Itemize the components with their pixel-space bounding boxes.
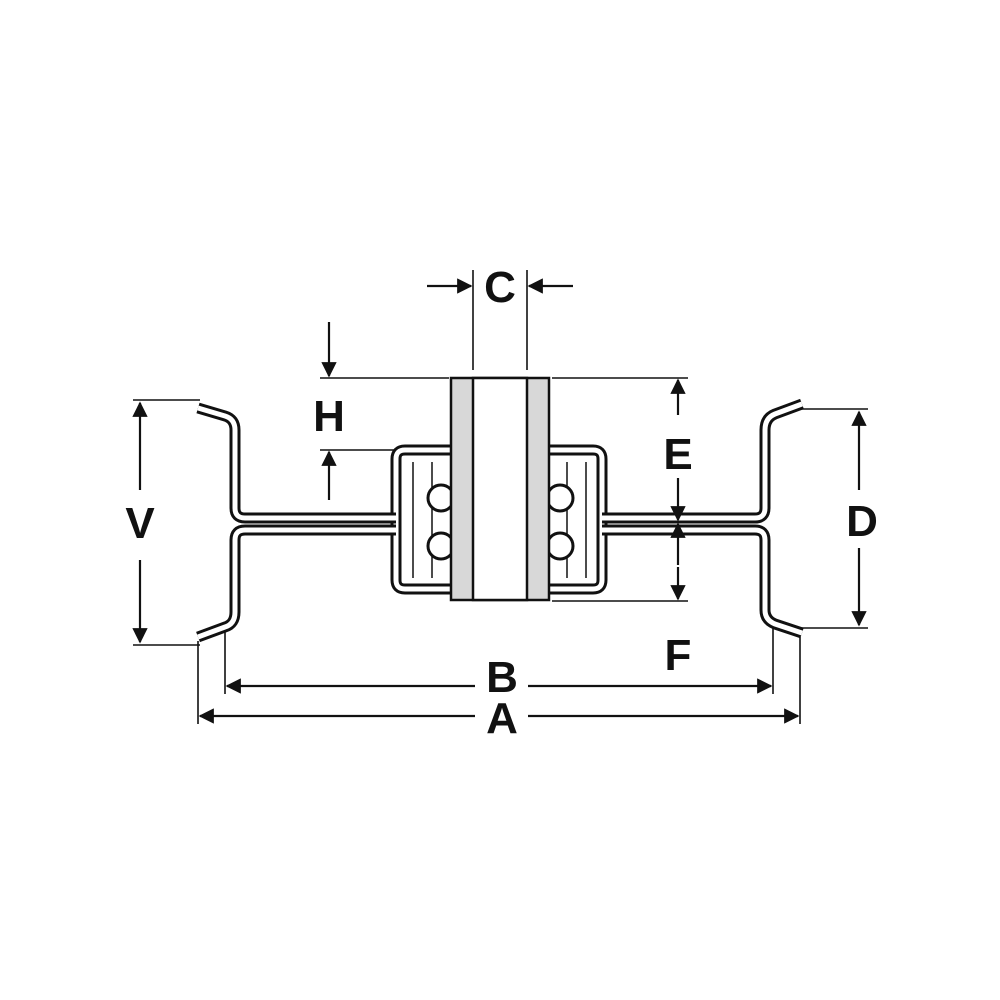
dimension-label-v: V: [125, 499, 155, 548]
rim-right: [602, 398, 804, 639]
bearing-ball-right-bottom: [545, 531, 575, 561]
dimension-label-b: B: [486, 653, 518, 702]
dimension-v: V: [125, 399, 200, 646]
dimension-label-h: H: [313, 392, 345, 441]
dimension-d: D: [800, 408, 878, 629]
pulley-body: [196, 376, 804, 643]
dimension-h: H: [313, 322, 449, 500]
bearing-housing-left: [390, 444, 456, 595]
bearing-ball-right-top: [545, 483, 575, 513]
dimension-a: A: [197, 637, 801, 743]
bearing-housing-right: [545, 444, 608, 595]
center-bushing: [449, 376, 551, 602]
dimension-label-a: A: [486, 694, 518, 743]
dimension-label-c: C: [484, 263, 516, 312]
dimension-label-f: F: [665, 631, 692, 680]
dimension-label-e: E: [663, 430, 692, 479]
dimension-c: C: [427, 263, 573, 370]
dimension-e-f: E F: [552, 377, 693, 680]
dimension-b: B: [224, 628, 774, 702]
rim-left: [196, 402, 396, 643]
dimension-label-d: D: [846, 497, 878, 546]
